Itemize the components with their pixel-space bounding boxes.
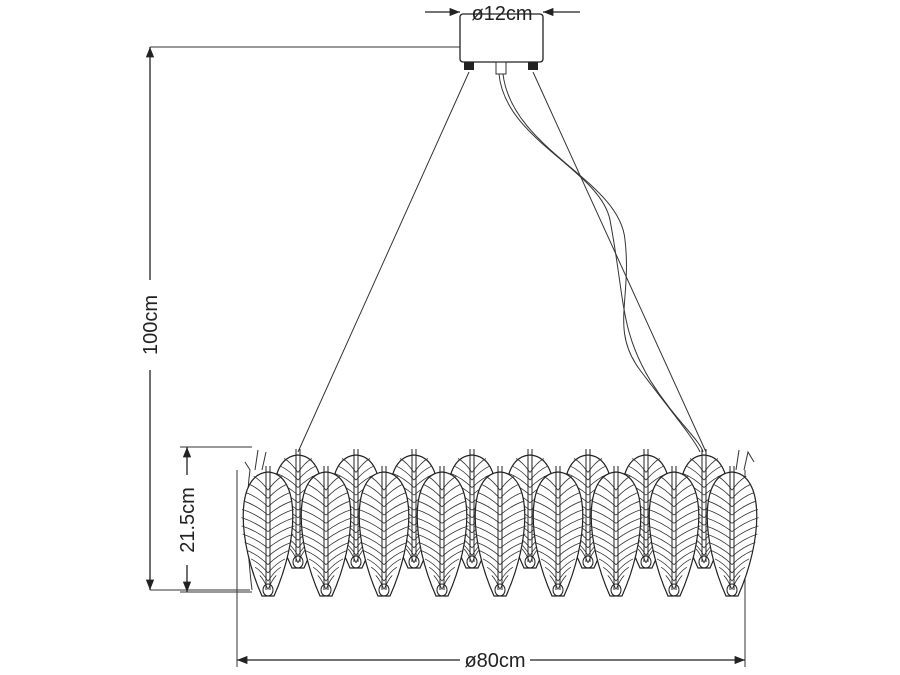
suspension-wires [297,71,707,453]
feather-front [705,466,759,597]
body-height-dimension: 21.5cm [177,446,252,593]
feather-body [241,449,759,597]
feather-front [473,466,527,597]
total-height-dimension: 100cm [140,46,460,591]
total-height-label: 100cm [140,295,162,355]
feather-front [589,466,643,597]
feather-front [647,466,701,597]
canopy-diameter-dimension: ø12cm [425,3,580,25]
body-height-label: 21.5cm [177,487,199,553]
canopy-diameter-label: ø12cm [471,3,532,25]
canopy [459,13,544,75]
feather-front [241,466,295,597]
body-diameter-label: ø80cm [464,650,525,672]
feather-front [357,466,411,597]
feather-front [531,466,585,597]
feather-front [299,466,353,597]
feather-front [415,466,469,597]
